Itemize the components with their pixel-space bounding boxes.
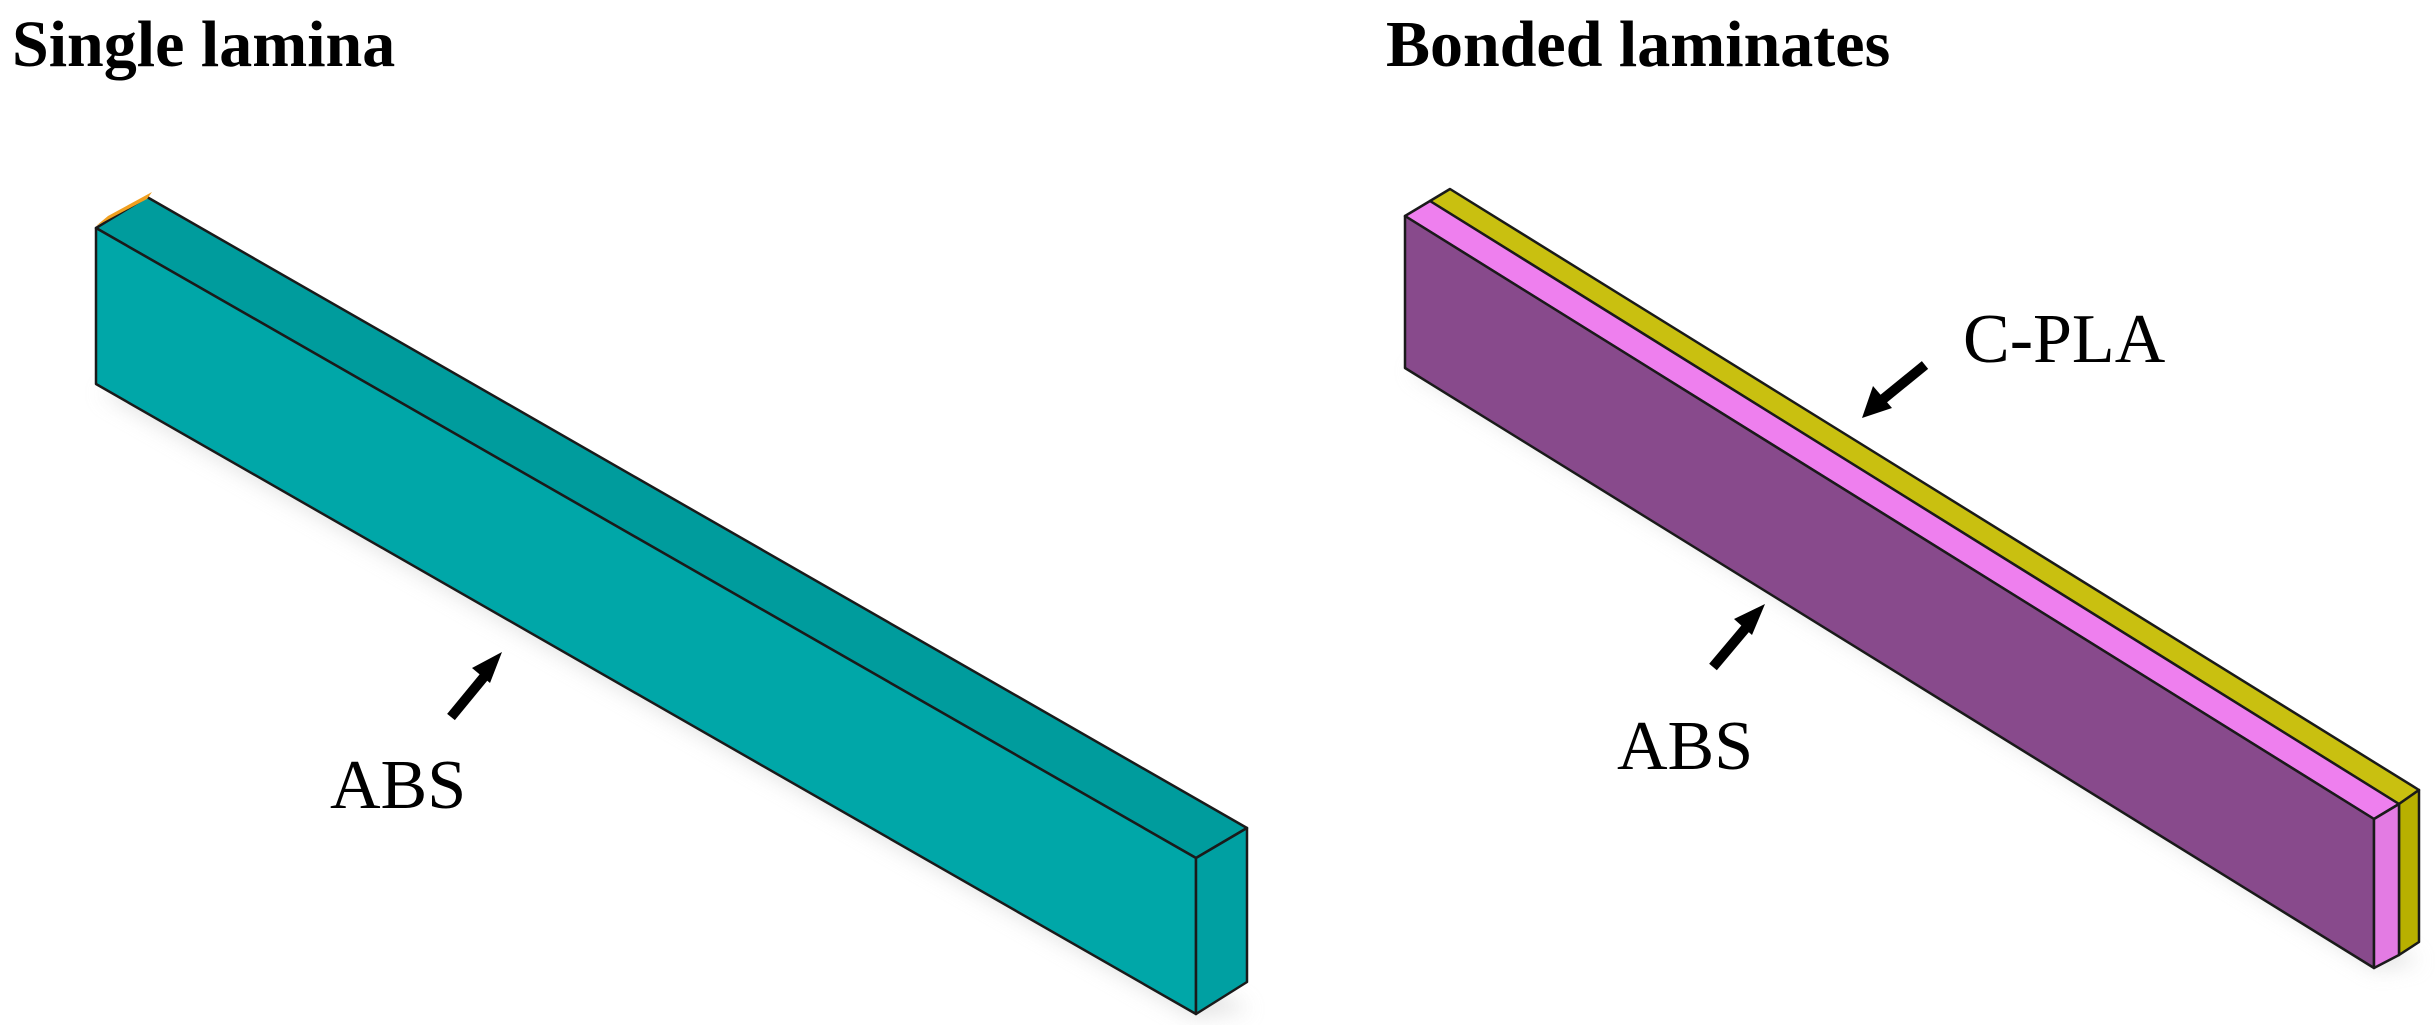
single-abs-arrow	[447, 652, 502, 721]
cpla-end-face	[2397, 788, 2421, 957]
single-lamina-bar	[94, 192, 1249, 1016]
bonded-abs-arrow	[1709, 604, 1765, 671]
single-lamina-front-face	[94, 226, 1198, 1016]
cpla-arrow	[1862, 361, 1929, 418]
cpla-top-face	[1428, 187, 2421, 806]
cpla-label: C-PLA	[1963, 301, 2166, 378]
bonded-abs-label: ABS	[1617, 708, 1753, 785]
abs-front-face	[1403, 214, 2376, 970]
single-lamina-title: Single lamina	[12, 8, 395, 81]
single-lamina-panel: Single lamina ABS	[12, 8, 1250, 1018]
single-lamina-top-face	[94, 195, 1249, 860]
bonded-laminates-title: Bonded laminates	[1386, 8, 1890, 81]
bonded-laminates-panel: Bonded laminates C-PLA ABS	[1386, 8, 2421, 970]
single-abs-label: ABS	[330, 747, 466, 824]
abs-end-face	[2372, 802, 2401, 970]
single-lamina-corner-accent	[96, 192, 152, 226]
single-lamina-end-face	[1194, 826, 1249, 1016]
bonded-laminates-bar	[1403, 187, 2421, 970]
abs-top-face	[1403, 199, 2401, 821]
